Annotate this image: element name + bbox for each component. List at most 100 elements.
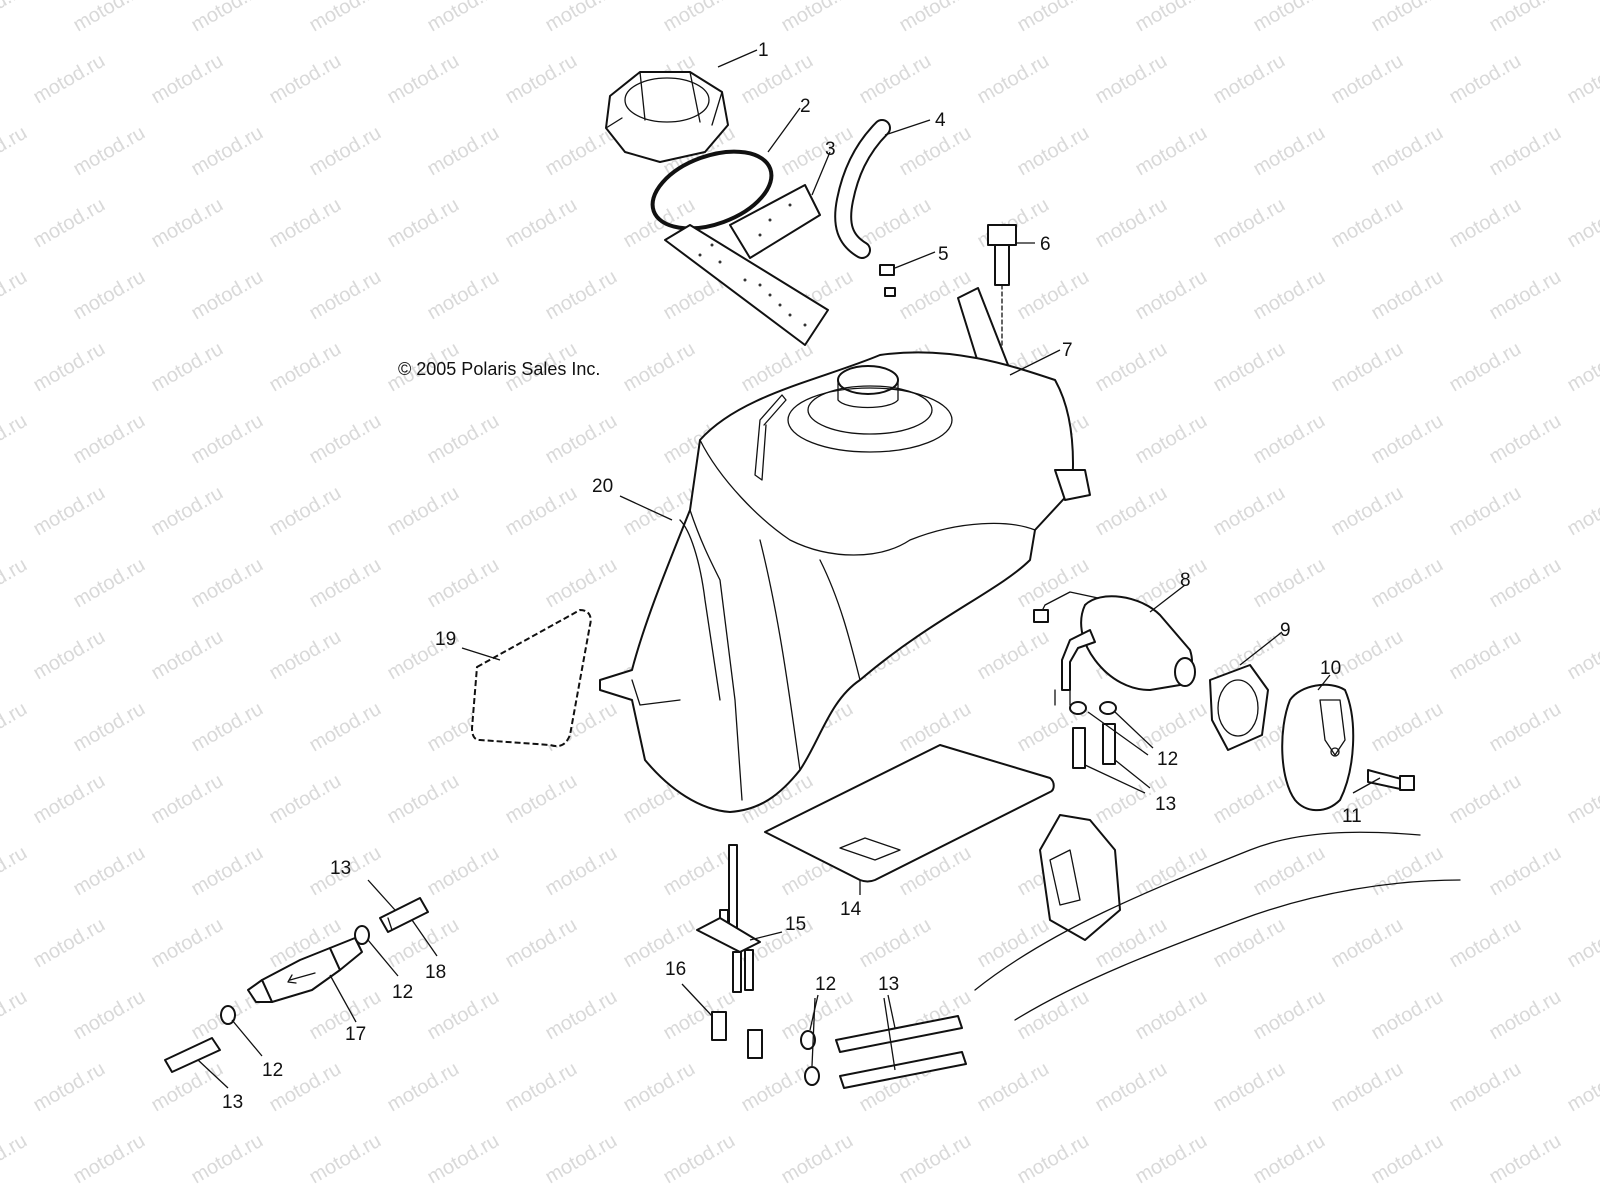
watermark-text: motod.ru bbox=[266, 626, 345, 685]
callout-19: 19 bbox=[435, 629, 456, 650]
watermark-text: motod.ru bbox=[0, 842, 31, 901]
watermark-text: motod.ru bbox=[778, 0, 857, 36]
watermark-text: motod.ru bbox=[1132, 410, 1211, 469]
watermark-text: motod.ru bbox=[1328, 1058, 1407, 1117]
watermark-text: motod.ru bbox=[1486, 122, 1565, 181]
petcock-screws bbox=[711, 1011, 763, 1059]
watermark-text: motod.ru bbox=[1014, 0, 1093, 36]
watermark-text: motod.ru bbox=[1368, 986, 1447, 1045]
callout-12-filter-left: 12 bbox=[262, 1060, 283, 1081]
watermark-text: motod.ru bbox=[188, 0, 267, 36]
watermark-text: motod.ru bbox=[1368, 122, 1447, 181]
watermark-text: motod.ru bbox=[974, 50, 1053, 109]
watermark-text: motod.ru bbox=[188, 266, 267, 325]
watermark-text: motod.ru bbox=[188, 554, 267, 613]
watermark-text: motod.ru bbox=[1132, 1130, 1211, 1189]
watermark-text: motod.ru bbox=[974, 1058, 1053, 1117]
fuel-pump bbox=[1033, 591, 1196, 706]
watermark-text: motod.ru bbox=[1014, 986, 1093, 1045]
watermark-text: motod.ru bbox=[620, 338, 699, 397]
watermark-text: motod.ru bbox=[1564, 338, 1600, 397]
watermark-text: motod.ru bbox=[660, 0, 739, 36]
watermark-text: motod.ru bbox=[1564, 1058, 1600, 1117]
watermark-text: motod.ru bbox=[502, 50, 581, 109]
watermark-text: motod.ru bbox=[1446, 194, 1525, 253]
watermark-text: motod.ru bbox=[30, 770, 109, 829]
callout-11: 11 bbox=[1342, 806, 1362, 827]
watermark-text: motod.ru bbox=[896, 1130, 975, 1189]
watermark-text: motod.ru bbox=[70, 698, 149, 757]
watermark-text: motod.ru bbox=[1250, 1130, 1329, 1189]
hoses-pump bbox=[1072, 723, 1116, 769]
callout-13-upper-left: 13 bbox=[330, 858, 351, 879]
watermark-text: motod.ru bbox=[188, 122, 267, 181]
watermark-text: motod.ru bbox=[0, 266, 31, 325]
watermark-text: motod.ru bbox=[1368, 0, 1447, 36]
watermark-text: motod.ru bbox=[1328, 482, 1407, 541]
watermark-text: motod.ru bbox=[384, 1058, 463, 1117]
watermark-text: motod.ru bbox=[502, 194, 581, 253]
hose-clamps-pump bbox=[1069, 701, 1117, 715]
watermark-text: motod.ru bbox=[188, 842, 267, 901]
watermark-text: motod.ru bbox=[424, 122, 503, 181]
watermark-text: motod.ru bbox=[384, 482, 463, 541]
watermark-text: motod.ru bbox=[1368, 842, 1447, 901]
fuel-cap bbox=[605, 71, 729, 163]
watermark-text: motod.ru bbox=[1250, 842, 1329, 901]
watermark-text: motod.ru bbox=[1486, 266, 1565, 325]
watermark-text: motod.ru bbox=[1210, 770, 1289, 829]
watermark-text: motod.ru bbox=[1132, 266, 1211, 325]
callout-13-lower-left: 13 bbox=[222, 1092, 243, 1113]
watermark-text: motod.ru bbox=[148, 770, 227, 829]
watermark-text: motod.ru bbox=[1132, 122, 1211, 181]
watermark-text: motod.ru bbox=[148, 194, 227, 253]
callout-7: 7 bbox=[1062, 340, 1073, 361]
watermark-text: motod.ru bbox=[1564, 914, 1600, 973]
tank-pad-bottom bbox=[764, 744, 1055, 883]
callout-3: 3 bbox=[825, 139, 836, 160]
watermark-text: motod.ru bbox=[1328, 914, 1407, 973]
callout-labels: 1 2 3 4 5 6 7 8 9 10 11 12 13 14 15 16 1… bbox=[222, 40, 1362, 1113]
hoses-lower bbox=[835, 1015, 967, 1089]
hose-lower-left bbox=[164, 1037, 221, 1073]
watermark-text: motod.ru bbox=[1014, 266, 1093, 325]
watermark-text: motod.ru bbox=[30, 626, 109, 685]
watermark-text: motod.ru bbox=[1210, 914, 1289, 973]
hose-clamps-lower bbox=[800, 1030, 820, 1086]
watermark-text: motod.ru bbox=[424, 554, 503, 613]
watermark-text: motod.ru bbox=[1210, 194, 1289, 253]
watermark-text: motod.ru bbox=[148, 338, 227, 397]
callout-15: 15 bbox=[785, 914, 806, 935]
watermark-text: motod.ru bbox=[1250, 122, 1329, 181]
watermark-text: motod.ru bbox=[542, 842, 621, 901]
watermark-text: motod.ru bbox=[384, 50, 463, 109]
watermark-text: motod.ru bbox=[1132, 698, 1211, 757]
watermark-text: motod.ru bbox=[1132, 986, 1211, 1045]
watermark-text: motod.ru bbox=[148, 50, 227, 109]
watermark-text: motod.ru bbox=[266, 338, 345, 397]
callout-17: 17 bbox=[345, 1024, 366, 1045]
callout-8: 8 bbox=[1180, 570, 1191, 591]
watermark-text: motod.ru bbox=[1250, 0, 1329, 36]
hose-upper-left bbox=[379, 897, 429, 933]
watermark-text: motod.ru bbox=[424, 1130, 503, 1189]
watermark-text: motod.ru bbox=[1210, 482, 1289, 541]
watermark-text: motod.ru bbox=[1486, 842, 1565, 901]
watermark-text: motod.ru bbox=[974, 914, 1053, 973]
callout-12-lower: 12 bbox=[815, 974, 836, 995]
watermark-text: motod.ru bbox=[542, 554, 621, 613]
watermark-text: motod.ru bbox=[1368, 698, 1447, 757]
watermark-text: motod.ru bbox=[1250, 554, 1329, 613]
vent-hose bbox=[834, 119, 891, 259]
watermark-text: motod.ru bbox=[1446, 338, 1525, 397]
watermark-text: motod.ru bbox=[1250, 410, 1329, 469]
leader-lines bbox=[197, 49, 1381, 1089]
watermark-text: motod.ru bbox=[974, 626, 1053, 685]
watermark-text: motod.ru bbox=[0, 1130, 31, 1189]
watermark-text: motod.ru bbox=[542, 410, 621, 469]
watermark-text: motod.ru bbox=[1446, 626, 1525, 685]
watermark-text: motod.ru bbox=[1368, 410, 1447, 469]
inline-fuel-filter bbox=[247, 937, 363, 1003]
watermark-text: motod.ru bbox=[502, 482, 581, 541]
